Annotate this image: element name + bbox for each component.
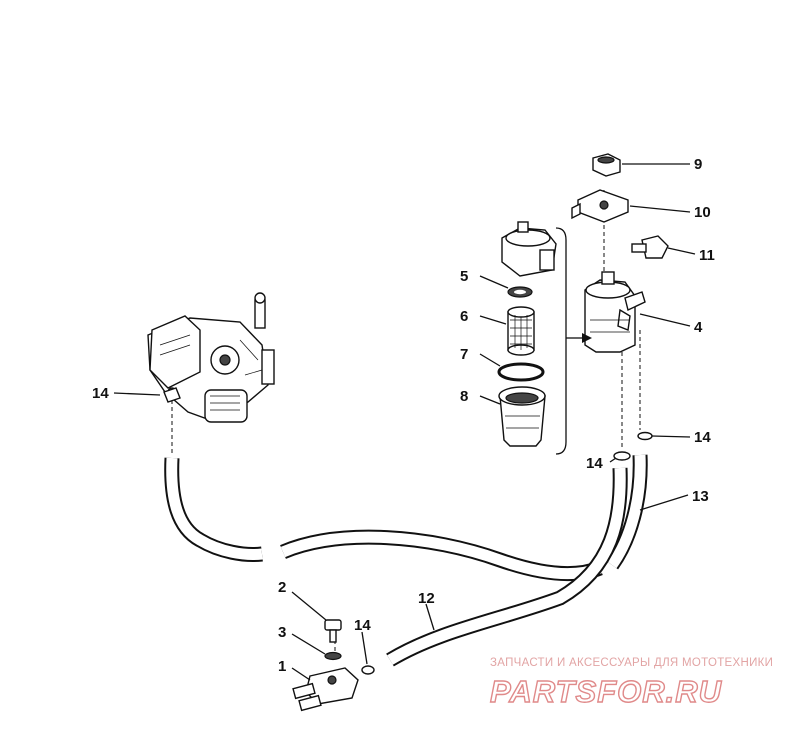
screw-2	[324, 619, 342, 643]
fuel-hose-carb	[164, 457, 263, 562]
assembly-lines	[171, 190, 641, 655]
callout-6: 6	[460, 308, 468, 325]
callout-5: 5	[460, 268, 468, 285]
fuel-hose-13	[605, 454, 648, 570]
callout-14-right: 14	[694, 429, 711, 446]
callout-2: 2	[278, 579, 286, 596]
watermark-tagline: ЗАПЧАСТИ И АКСЕССУАРЫ ДЛЯ МОТОТЕХНИКИ	[490, 657, 773, 669]
bolt-11	[631, 235, 669, 259]
fuel-hose-12	[386, 467, 628, 667]
filter-head	[501, 221, 557, 277]
clamp-14-bottom	[361, 665, 375, 675]
fuel-hose-main	[280, 529, 603, 582]
nut-9	[592, 153, 621, 177]
callout-14-bottom: 14	[354, 617, 371, 634]
callout-3: 3	[278, 624, 286, 641]
fuel-filter-assembly-4	[584, 271, 646, 353]
callout-9: 9	[694, 156, 702, 173]
washer-3	[324, 651, 342, 661]
callout-10: 10	[694, 204, 711, 221]
carburetor	[147, 292, 275, 423]
callout-4: 4	[694, 319, 703, 336]
callout-11: 11	[699, 247, 715, 264]
watermark-logo: PARTSFOR.RU	[490, 674, 723, 709]
callout-1: 1	[278, 658, 286, 675]
seal-ring-5	[507, 286, 533, 298]
callout-labels: 9 10 11 5 6 7 8 4 14 14 14 14 13 12 2 3 …	[92, 156, 715, 675]
bracket-10	[571, 189, 629, 223]
callout-7: 7	[460, 346, 468, 363]
callout-13: 13	[692, 488, 709, 505]
filter-bowl-8	[498, 386, 546, 447]
clamp-14-mid	[613, 451, 631, 461]
callout-14-mid: 14	[586, 455, 603, 472]
leader-lines	[113, 163, 696, 681]
filter-element-6	[507, 306, 535, 356]
group-bracket	[555, 227, 592, 455]
connector-1	[292, 667, 359, 712]
watermark: ЗАПЧАСТИ И АКСЕССУАРЫ ДЛЯ МОТОТЕХНИКИ PA…	[489, 657, 773, 710]
callout-8: 8	[460, 388, 468, 405]
callout-14-carb: 14	[92, 385, 109, 402]
clamp-14-right	[637, 431, 653, 441]
callout-12: 12	[418, 590, 435, 607]
o-ring-7	[497, 362, 545, 382]
clamp-14-carb	[163, 387, 181, 403]
